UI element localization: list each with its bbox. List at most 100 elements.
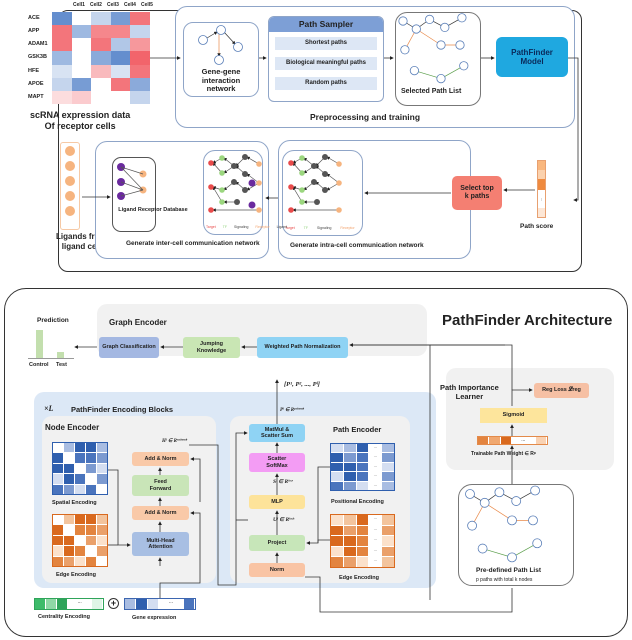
heatmap-cell xyxy=(52,38,72,52)
heatmap-cell xyxy=(110,38,131,52)
heatmap-cell xyxy=(110,51,131,65)
matrix-cell xyxy=(356,462,369,472)
heatmap-cell xyxy=(52,64,72,78)
matrix-cell: ... xyxy=(369,453,382,462)
ligand-node xyxy=(65,191,75,201)
matrix-cell xyxy=(382,546,394,557)
matrix-cell xyxy=(53,525,63,535)
title-line: Learner xyxy=(455,392,484,401)
bar-cell xyxy=(500,437,512,444)
matrix-cell xyxy=(356,525,369,536)
inter-legend: Target TF Signaling Receptor Ligand xyxy=(206,225,287,229)
path-node xyxy=(398,16,408,26)
heatmap-cell xyxy=(52,12,72,26)
path-node xyxy=(409,66,419,76)
matrix-cell xyxy=(75,474,85,484)
matrix-cell xyxy=(86,484,96,494)
gene-network-label: Gene-gene interaction network xyxy=(201,67,241,94)
heatmap-cell xyxy=(91,77,111,91)
flow-arrow xyxy=(568,57,579,202)
heatmap-cell xyxy=(71,64,92,78)
heatmap-cell xyxy=(110,90,131,104)
matrix-cell xyxy=(331,462,343,472)
label-line: ligand cell xyxy=(61,241,101,251)
matrix-cell xyxy=(75,484,85,494)
matrix-cell: ... xyxy=(369,444,382,453)
ligand-node xyxy=(65,146,75,156)
ligand-node xyxy=(248,179,256,187)
signaling-node xyxy=(322,154,328,160)
u-label: Uˡ ∈ Rᵏˣʰ xyxy=(273,517,295,523)
edge-line xyxy=(120,166,144,175)
spatial-encoding-label: Spatial Encoding xyxy=(52,500,97,506)
flow-arrow xyxy=(430,344,513,390)
matrix-cell xyxy=(331,557,343,567)
prediction-label-test: Test xyxy=(56,362,67,368)
signaling-node xyxy=(322,187,328,193)
architecture-frame xyxy=(4,288,628,637)
path-node xyxy=(479,497,490,508)
pathfinder-model-box: PathFinder Model xyxy=(496,37,568,77)
signaling-node xyxy=(231,163,237,169)
heatmap-cell xyxy=(130,51,150,65)
matrix-cell xyxy=(382,453,394,462)
matrix-cell xyxy=(86,546,96,556)
target-node xyxy=(288,184,294,190)
matrix-cell: ... xyxy=(369,536,382,546)
flow-arrow xyxy=(305,576,513,613)
flow-arrow xyxy=(511,388,533,406)
path-encoder-title: Path Encoder xyxy=(333,425,382,434)
reg-loss-box: Reg Loss 𝓛reg xyxy=(534,383,589,398)
column-label: Cell3 xyxy=(107,2,119,8)
matrix-cell xyxy=(97,484,107,494)
matrix-cell xyxy=(75,453,85,463)
prediction-chart xyxy=(28,328,74,359)
heatmap-cell xyxy=(52,77,72,91)
heatmap-cell xyxy=(91,90,111,104)
tf-node xyxy=(219,199,225,205)
target-node xyxy=(208,184,214,190)
signaling-node xyxy=(242,154,248,160)
path-sampler: Path Sampler Shortest paths Biological m… xyxy=(268,16,384,102)
matrix-cell xyxy=(331,525,343,536)
signaling-node xyxy=(322,171,328,177)
bar-cell xyxy=(125,599,137,609)
signaling-node xyxy=(231,179,237,185)
matrix-cell xyxy=(86,515,96,525)
heatmap-row-label: HFE xyxy=(28,67,39,74)
heatmap-row-label: APP xyxy=(28,28,40,35)
path-node xyxy=(528,515,538,526)
spatial-encoding-matrix xyxy=(52,442,108,495)
score-cell xyxy=(538,161,545,170)
label-line: Ligands from xyxy=(56,232,107,241)
path-node xyxy=(507,552,517,563)
matrix-cell xyxy=(356,472,369,481)
matrix-cell xyxy=(343,453,356,462)
heatmap-caption: scRNA expression data Of receptor cells xyxy=(30,110,130,132)
graph-encoder-title: Graph Encoder xyxy=(109,318,167,327)
edge-line xyxy=(416,28,442,46)
prediction-bar xyxy=(36,330,43,358)
centrality-encoding-label: Centrality Encoding xyxy=(38,614,90,620)
flow-arrow xyxy=(306,466,330,545)
matrix-cell xyxy=(64,463,74,474)
ligand-column xyxy=(60,142,80,230)
matrix-cell: ... xyxy=(369,546,382,557)
score-cell xyxy=(538,208,545,218)
bar-cell: ... xyxy=(511,437,536,444)
intra-legend: Target TF Signaling Receptor xyxy=(285,226,355,230)
trainable-path-weight-label: Trainable Path Weight ∈ Rᵖ xyxy=(471,451,536,457)
edge-line xyxy=(484,502,513,521)
matrix-cell xyxy=(64,515,74,525)
ligand-node xyxy=(65,176,75,186)
heatmap-cell xyxy=(110,12,131,26)
tf-node xyxy=(219,170,225,176)
matrix-cell xyxy=(382,557,394,567)
matrix-cell xyxy=(356,444,369,453)
gene-node xyxy=(216,25,226,35)
heatmap-cell xyxy=(130,12,150,26)
matrix-cell xyxy=(382,444,394,453)
add-norm-box-bottom: Add & Norm xyxy=(132,506,189,520)
signaling-node xyxy=(234,199,240,205)
flow-arrow xyxy=(190,457,201,502)
